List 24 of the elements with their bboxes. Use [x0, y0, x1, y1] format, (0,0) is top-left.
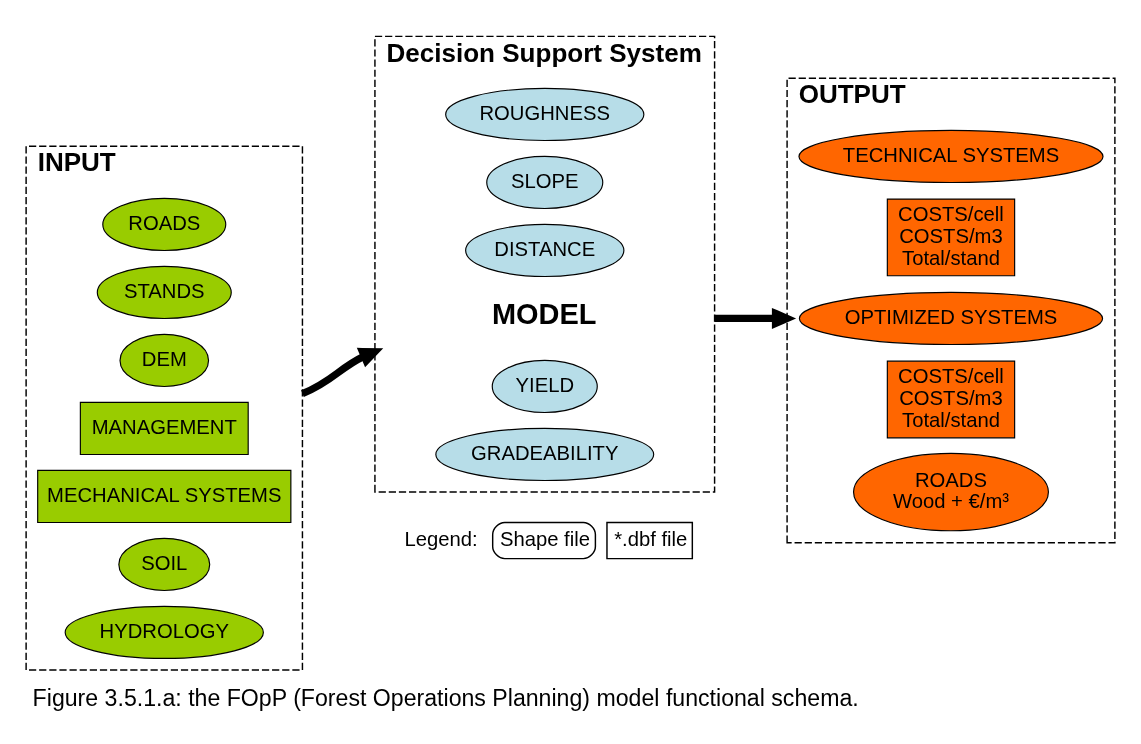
caption: Figure 3.5.1.a: the FOpP (Forest Operations Planning) model functional schema. [32, 684, 859, 711]
node-ellipse: ROADS [102, 197, 227, 252]
node-ellipse: GRADEABILITY [435, 427, 655, 482]
node-ellipse: ROUGHNESS [445, 87, 645, 142]
node-ellipse: TECHNICAL SYSTEMS [798, 129, 1104, 184]
node-ellipse: DISTANCE [465, 223, 625, 278]
node-ellipse: SLOPE [486, 155, 604, 210]
node-box: MECHANICAL SYSTEMS [37, 469, 292, 524]
node-box: COSTS/cell COSTS/m3 Total/stand [886, 198, 1016, 277]
legend-label: *.dbf file [614, 527, 688, 550]
node-ellipse: DEM [119, 333, 210, 388]
node-box: COSTS/cell COSTS/m3 Total/stand [886, 360, 1016, 439]
node-ellipse: ROADS Wood + €/m³ [852, 452, 1049, 532]
node-ellipse: YIELD [491, 359, 598, 414]
node-ellipse: SOIL [118, 537, 211, 592]
node-ellipse: STANDS [96, 265, 232, 320]
node-text: MODEL [491, 298, 597, 331]
node-ellipse: OPTIMIZED SYSTEMS [798, 291, 1104, 346]
node-ellipse: HYDROLOGY [64, 605, 264, 660]
arrow [301, 347, 384, 397]
label: Legend: [404, 527, 478, 550]
arrow [714, 307, 797, 330]
node-box: MANAGEMENT [79, 401, 249, 456]
legend-label: Shape file [499, 527, 590, 550]
